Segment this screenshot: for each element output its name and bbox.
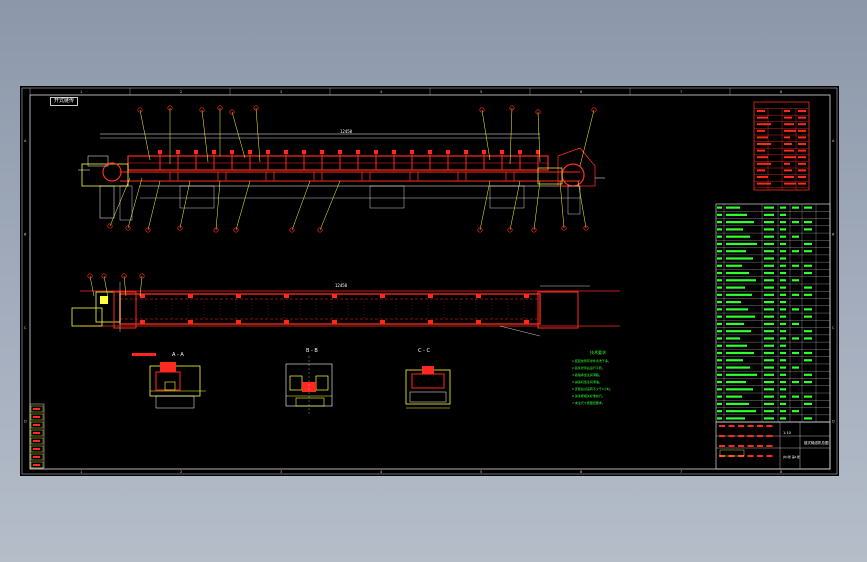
drawing-name: 链式输送机总图 xyxy=(804,440,829,445)
grid-number: 7 xyxy=(680,90,682,94)
grid-number: 5 xyxy=(480,470,482,474)
parts-list xyxy=(715,203,831,423)
section-a-a-label: A - A xyxy=(172,352,184,358)
section-a-a: A - A xyxy=(132,352,206,409)
note-line: 5.安装后试运转不少于2小时。 xyxy=(572,386,613,391)
grid-letter: A xyxy=(24,139,27,143)
drawing-scale: 1:10 xyxy=(783,431,791,435)
view-tag[interactable]: 开式链传 xyxy=(50,97,79,106)
outer-frame xyxy=(21,87,838,475)
grid-letter: C xyxy=(24,326,27,330)
overall-dimension-plan: 12450 xyxy=(335,283,348,288)
grid-number: 2 xyxy=(180,470,182,474)
revision-strip xyxy=(29,403,45,469)
grid-letter: D xyxy=(24,419,27,423)
grid-number: 8 xyxy=(780,90,782,94)
note-line: 4.减速机加注润滑油。 xyxy=(572,379,602,384)
grid-number: 8 xyxy=(780,470,782,474)
grid-number: 6 xyxy=(580,90,582,94)
grid-number: 1 xyxy=(80,90,82,94)
note-line: 7.未注尺寸按图纸要求。 xyxy=(572,400,605,405)
notes-title: 技术要求 xyxy=(590,349,606,355)
grid-letter: B xyxy=(24,232,27,236)
grid-number: 3 xyxy=(280,470,282,474)
sheet-number: 共1张 第1张 xyxy=(783,454,800,459)
grid-number: 4 xyxy=(380,90,383,94)
grid-number: 6 xyxy=(580,470,582,474)
grid-letter: D xyxy=(832,419,835,423)
section-c-c: C - C xyxy=(405,348,451,409)
grid-letter: C xyxy=(832,326,835,330)
grid-number: 2 xyxy=(180,90,182,94)
grid-number: 3 xyxy=(280,90,282,94)
grid-letter: A xyxy=(832,139,835,143)
grid-letter: B xyxy=(832,232,835,236)
section-c-c-label: C - C xyxy=(418,348,430,354)
red-spec-table xyxy=(753,101,810,191)
note-line: 2.链条张紧后运行平稳。 xyxy=(572,365,605,370)
overall-dimension-top: 12450 xyxy=(340,129,353,134)
section-b-b: B - B xyxy=(285,348,333,416)
grid-number: 1 xyxy=(80,470,82,474)
grid-number: 4 xyxy=(380,470,383,474)
technical-notes: 技术要求 1.装配前所有零件清洗干净。 2.链条张紧后运行平稳。 3.各轴承加注润滑… xyxy=(572,349,613,405)
elevation-view: 12450 xyxy=(78,105,605,233)
grid-number: 7 xyxy=(680,470,682,474)
note-line: 1.装配前所有零件清洗干净。 xyxy=(572,358,611,363)
note-line: 3.各轴承加注润滑脂。 xyxy=(572,372,602,377)
note-line: 6.涂漆按相关标准执行。 xyxy=(572,393,605,398)
plan-view: 12450 xyxy=(71,273,620,337)
grid-number: 5 xyxy=(480,90,482,94)
title-block: 链式输送机总图 1:10 共1张 第1张 xyxy=(715,421,831,470)
section-b-b-label: B - B xyxy=(306,348,318,354)
